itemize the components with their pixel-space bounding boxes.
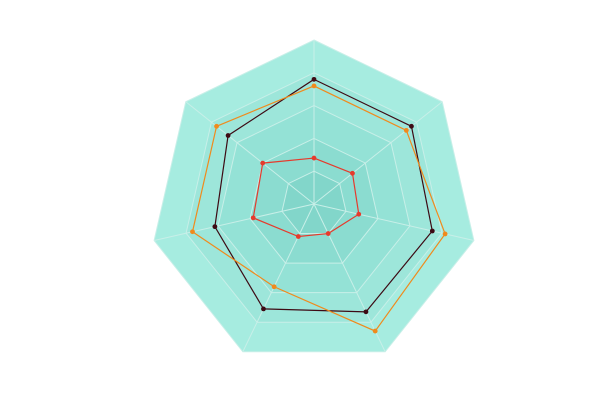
radar-series-0 xyxy=(212,76,435,315)
radar-series-1-point-5 xyxy=(190,229,195,235)
radar-series-2-point-6 xyxy=(260,160,266,166)
radar-series-2-point-5 xyxy=(250,215,256,221)
radar-series-2-point-3 xyxy=(325,231,331,236)
radar-series-0-line xyxy=(214,78,433,313)
radar-series-0-point-1 xyxy=(409,123,414,129)
radar-spoke-1 xyxy=(313,101,443,205)
radar-spoke-3 xyxy=(313,203,386,352)
radar-series-0-point-4 xyxy=(261,306,266,312)
radar-series-group xyxy=(190,76,448,334)
radar-series-1-point-0 xyxy=(311,83,317,89)
radar-series-0-point-3 xyxy=(363,309,369,315)
radar-series-2 xyxy=(250,155,362,239)
radar-series-0-point-5 xyxy=(212,224,218,230)
radar-series-0-point-0 xyxy=(311,76,317,82)
radar-series-1-point-2 xyxy=(442,231,448,237)
radar-series-2-point-2 xyxy=(356,211,362,217)
radar-spoke-4 xyxy=(242,203,315,352)
radar-series-1-point-1 xyxy=(403,127,409,133)
radar-spoke-6 xyxy=(185,101,315,205)
radar-spoke-5 xyxy=(154,203,315,241)
radar-series-2-point-4 xyxy=(295,234,301,239)
radar-series-2-line xyxy=(252,157,360,238)
radar-series-2-point-0 xyxy=(311,155,317,161)
radar-series-0-point-2 xyxy=(429,228,435,234)
radar-series-1-point-6 xyxy=(214,123,219,129)
radar-series-1-line xyxy=(191,85,446,332)
radar-series-1 xyxy=(190,83,448,334)
radar-series-2-point-1 xyxy=(350,170,355,176)
radar-series-1-point-4 xyxy=(271,284,277,290)
radar-series-1-point-3 xyxy=(372,328,378,334)
radar-series-0-point-6 xyxy=(225,133,231,138)
